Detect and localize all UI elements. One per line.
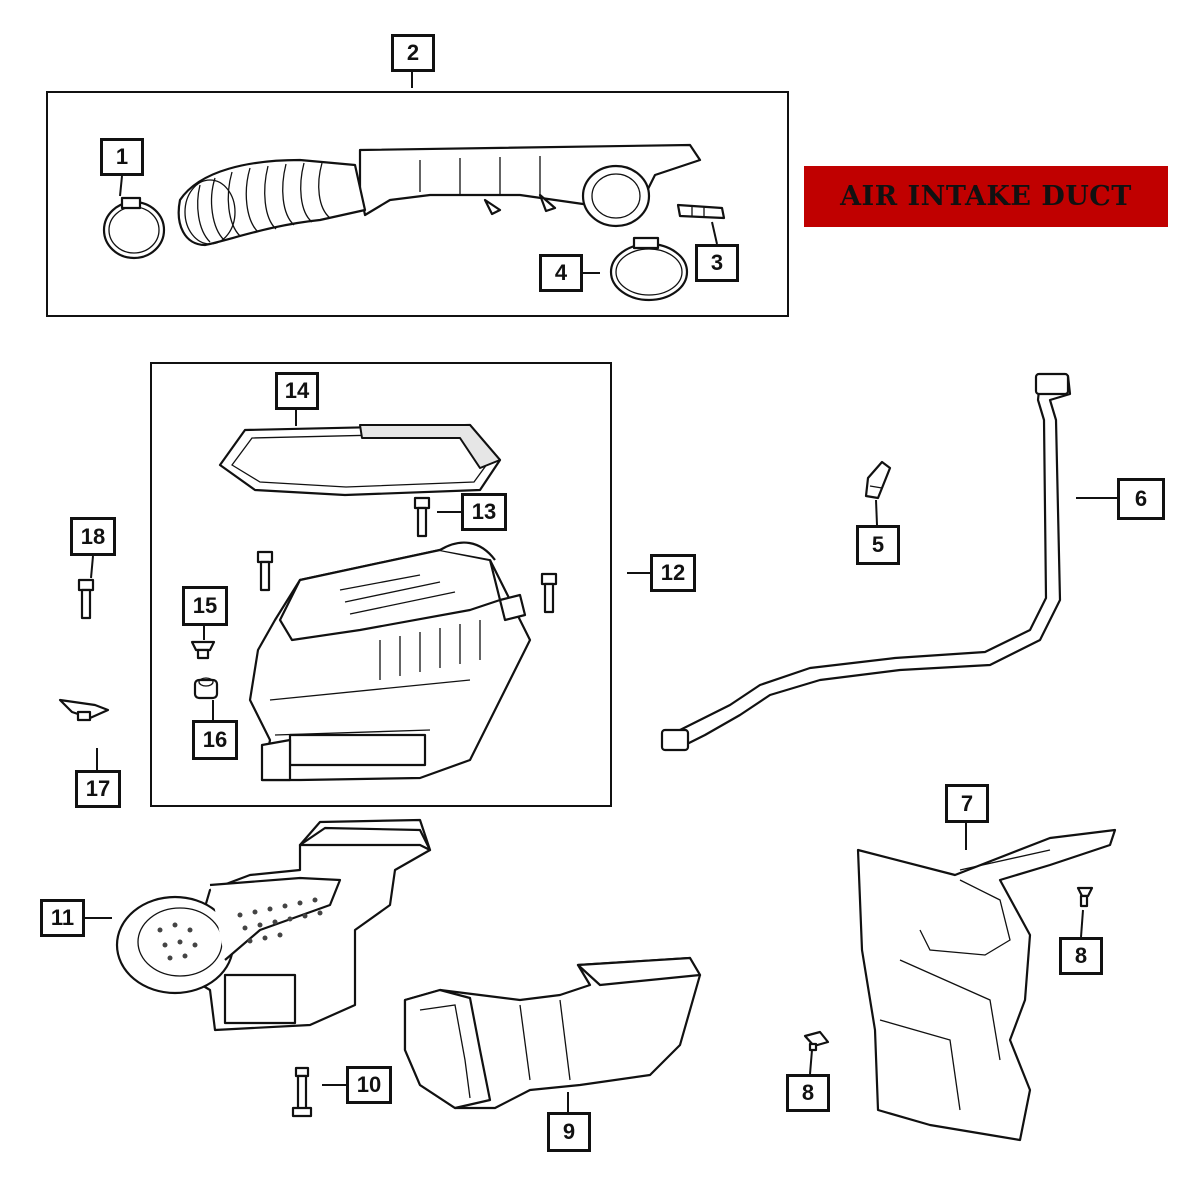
part-16-grommet <box>193 677 219 700</box>
callout-12: 12 <box>650 554 696 592</box>
part-12-air-cleaner-housing <box>248 541 532 782</box>
callout-3: 3 <box>695 244 739 282</box>
part-6-breather-tube <box>660 372 1072 752</box>
part-2-intake-hose <box>177 143 702 247</box>
part-3-sensor <box>676 203 726 220</box>
part-13-bolts <box>256 496 558 614</box>
part-8-clip-upper <box>1076 886 1094 908</box>
part-1-clamp <box>102 196 166 260</box>
part-5-sensor <box>864 460 892 500</box>
part-8-clip-lower <box>803 1030 830 1052</box>
part-14-air-filter <box>218 423 502 497</box>
callout-9: 9 <box>547 1112 591 1152</box>
callout-16: 16 <box>192 720 238 760</box>
callout-2: 2 <box>391 34 435 72</box>
callout-5: 5 <box>856 525 900 565</box>
leader-lines <box>85 72 1117 1112</box>
callout-11: 11 <box>40 899 85 937</box>
part-17-bracket <box>58 698 110 722</box>
part-18-bolt <box>77 578 95 620</box>
callout-1: 1 <box>100 138 144 176</box>
callout-13: 13 <box>461 493 507 531</box>
part-15-nut <box>190 640 216 660</box>
callout-4: 4 <box>539 254 583 292</box>
callout-18: 18 <box>70 517 116 556</box>
part-4-clamp <box>609 236 689 302</box>
group-box-2 <box>46 91 789 317</box>
callout-10: 10 <box>346 1066 392 1104</box>
title-banner: AIR INTAKE DUCT <box>804 166 1168 227</box>
part-11-inlet-duct <box>115 818 432 1032</box>
callout-8-upper: 8 <box>1059 937 1103 975</box>
callout-8-lower: 8 <box>786 1074 830 1112</box>
part-7-shield <box>856 828 1117 1142</box>
part-10-bolt <box>291 1066 313 1118</box>
callout-15: 15 <box>182 586 228 626</box>
callout-17: 17 <box>75 770 121 808</box>
group-box-12 <box>150 362 612 807</box>
callout-7: 7 <box>945 784 989 823</box>
part-9-lower-duct <box>403 956 702 1110</box>
callout-14: 14 <box>275 372 319 410</box>
callout-6: 6 <box>1117 478 1165 520</box>
